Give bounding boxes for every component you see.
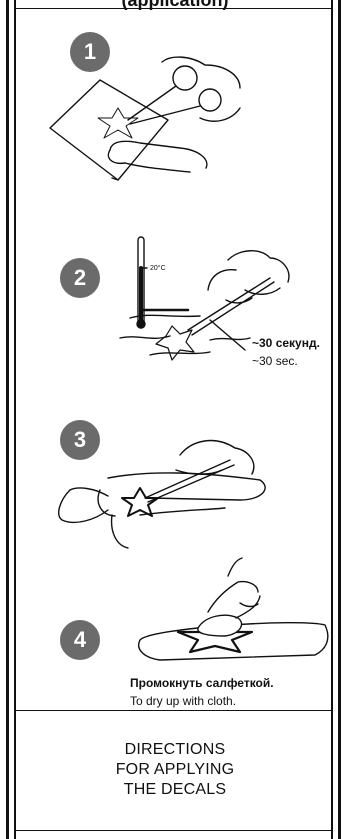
step4-caption-ru: Промокнуть салфеткой.	[130, 676, 274, 690]
step-2-badge: 2	[60, 258, 100, 298]
step2-caption-ru: ~30 секунд.	[252, 336, 320, 350]
step2-caption-en: ~30 sec.	[252, 354, 298, 368]
step-1-badge: 1	[70, 32, 110, 72]
step4-illustration	[139, 558, 328, 660]
footer-line-2: FOR APPLYING	[40, 760, 310, 780]
step-4-badge: 4	[60, 620, 100, 660]
directions-footer: DIRECTIONS FOR APPLYING THE DECALS	[40, 740, 310, 800]
step3-star	[122, 488, 158, 516]
step2-star	[156, 326, 194, 360]
thermometer-label: 20°C	[150, 265, 166, 272]
step-3-badge: 3	[60, 420, 100, 460]
step1-illustration	[50, 57, 240, 180]
step4-caption-en: To dry up with cloth.	[130, 694, 236, 708]
footer-line-3: THE DECALS	[40, 780, 310, 800]
footer-line-1: DIRECTIONS	[40, 740, 310, 760]
